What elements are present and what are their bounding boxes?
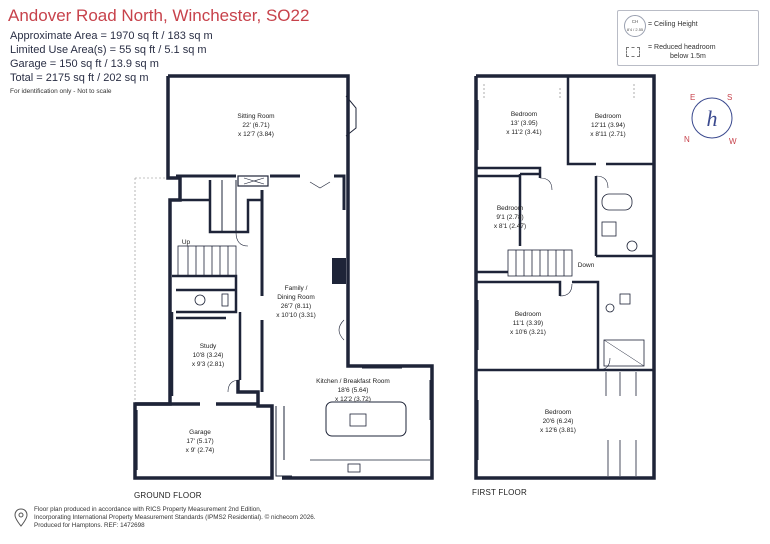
area-approximate: Approximate Area = 1970 sq ft / 183 sq m xyxy=(10,30,213,42)
first-floor-plan xyxy=(474,74,656,480)
area-garage: Garage = 150 sq ft / 13.9 sq m xyxy=(10,58,159,70)
area-limited-use: Limited Use Area(s) = 55 sq ft / 5.1 sq … xyxy=(10,44,207,56)
room-sitting-name: Sitting Room xyxy=(237,113,274,120)
room-bed2-dim2: x 8'11 (2.71) xyxy=(590,131,625,138)
room-kitchen-dim1: 18'6 (5.64) xyxy=(338,387,369,394)
room-bed5-dim2: x 12'6 (3.81) xyxy=(540,427,576,434)
room-bed4-dim1: 11'1 (3.39) xyxy=(513,320,543,327)
room-sitting-dim1: 22' (6.71) xyxy=(242,122,269,129)
room-bed1-dim1: 13' (3.95) xyxy=(510,120,537,127)
room-study-dim2: x 9'3 (2.81) xyxy=(192,361,224,368)
legend-reduced-headroom-2: below 1.5m xyxy=(670,53,706,60)
room-study-dim1: 10'8 (3.24) xyxy=(193,352,224,359)
room-family-name2: Dining Room xyxy=(277,294,315,301)
room-garage-dim1: 17' (5.17) xyxy=(186,438,213,445)
footer-text: Floor plan produced in accordance with R… xyxy=(34,506,316,530)
room-bed3-name: Bedroom xyxy=(497,205,523,212)
ceiling-height-icon: CH 8'4 / 2.55 xyxy=(624,15,646,37)
stairs-up-label: Up xyxy=(182,239,191,246)
ground-floor-labels: Sitting Room 22' (6.71) x 12'7 (3.84) Fa… xyxy=(182,113,390,454)
room-bed2-dim1: 12'11 (3.94) xyxy=(591,122,625,129)
first-floor-labels: Bedroom 13' (3.95) x 11'2 (3.41) Bedroom… xyxy=(494,111,626,434)
compass-s: S xyxy=(727,93,732,102)
room-sitting-dim2: x 12'7 (3.84) xyxy=(238,131,274,138)
ground-floor-label: GROUND FLOOR xyxy=(134,491,202,500)
footer-line-3: Produced for Hamptons. REF: 1472698 xyxy=(34,522,145,529)
room-bed5-name: Bedroom xyxy=(545,409,571,416)
room-bed2-name: Bedroom xyxy=(595,113,621,120)
legend-ceiling-height: = Ceiling Height xyxy=(648,21,698,28)
footer-line-1: Floor plan produced in accordance with R… xyxy=(34,506,262,513)
legend-box: CH 8'4 / 2.55 = Ceiling Height = Reduced… xyxy=(617,10,759,66)
room-garage-dim2: x 9' (2.74) xyxy=(186,447,215,454)
compass-w: W xyxy=(729,137,737,146)
room-bed4-name: Bedroom xyxy=(515,311,541,318)
first-floor-label: FIRST FLOOR xyxy=(472,488,527,497)
room-kitchen-dim2: x 12'2 (3.72) xyxy=(335,396,371,403)
room-bed5-dim1: 20'6 (6.24) xyxy=(543,418,574,425)
room-garage-name: Garage xyxy=(189,429,211,436)
compass-n: N xyxy=(684,135,690,144)
room-family-name: Family / xyxy=(285,285,308,292)
room-family-dim1: 26'7 (8.11) xyxy=(281,303,311,310)
compass-icon: h E S N W xyxy=(684,93,737,146)
location-pin-icon xyxy=(14,508,28,528)
compass-e: E xyxy=(690,93,695,102)
room-bed1-name: Bedroom xyxy=(511,111,537,118)
room-family-dim2: x 10'10 (3.31) xyxy=(276,312,316,319)
scale-note: For identification only - Not to scale xyxy=(10,88,112,95)
area-total: Total = 2175 sq ft / 202 sq m xyxy=(10,72,149,84)
ground-floor-plan xyxy=(133,74,434,480)
room-bed3-dim2: x 8'1 (2.47) xyxy=(494,223,526,230)
room-bed1-dim2: x 11'2 (3.41) xyxy=(506,129,541,136)
reduced-headroom-icon xyxy=(626,47,640,57)
stairs-down-label: Down xyxy=(578,262,595,269)
room-bed4-dim2: x 10'6 (3.21) xyxy=(510,329,546,336)
room-bed3-dim1: 9'1 (2.78) xyxy=(496,214,523,221)
page-title: Andover Road North, Winchester, SO22 xyxy=(8,6,310,25)
room-study-name: Study xyxy=(200,343,217,350)
footer-line-2: Incorporating International Property Mea… xyxy=(34,514,316,521)
compass-logo-letter: h xyxy=(707,106,718,131)
legend-reduced-headroom: = Reduced headroom xyxy=(648,44,716,51)
room-kitchen-name: Kitchen / Breakfast Room xyxy=(316,378,390,385)
